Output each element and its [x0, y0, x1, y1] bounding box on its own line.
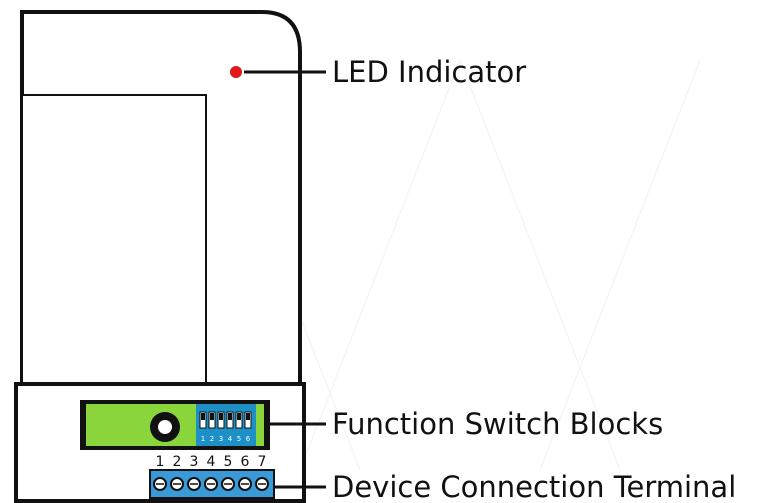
led-indicator-label: LED Indicator: [332, 55, 526, 89]
dip-position-number: 4: [228, 435, 233, 443]
dip-levers: [199, 411, 252, 429]
terminal-number: 7: [258, 454, 267, 470]
dip-lever-knob: [237, 413, 241, 420]
device-connection-terminal: [149, 469, 275, 499]
dip-position-number: 2: [210, 435, 214, 443]
rotary-knob-center: [156, 418, 174, 436]
device-terminal-label: Device Connection Terminal: [332, 470, 736, 503]
terminal-number: 3: [190, 454, 199, 470]
led-indicator: [230, 66, 242, 78]
dip-position-number: 6: [246, 435, 251, 443]
terminal-number: 4: [207, 454, 216, 470]
terminal-number: 2: [173, 454, 182, 470]
dip-position-number: 3: [219, 435, 223, 443]
terminal-number: 5: [224, 454, 233, 470]
dip-lever-knob: [246, 413, 250, 420]
front-panel: [21, 94, 207, 386]
dip-lever-knob: [201, 413, 205, 420]
terminal-number: 6: [241, 454, 250, 470]
dip-lever-knob: [228, 413, 232, 420]
dip-position-number: 1: [201, 435, 205, 443]
terminal-number: 1: [156, 454, 165, 470]
function-switch-label: Function Switch Blocks: [332, 407, 663, 441]
terminal-screws: [153, 477, 269, 491]
dip-lever-knob: [210, 413, 214, 420]
dip-position-number: 5: [237, 435, 241, 443]
dip-lever-knob: [219, 413, 223, 420]
